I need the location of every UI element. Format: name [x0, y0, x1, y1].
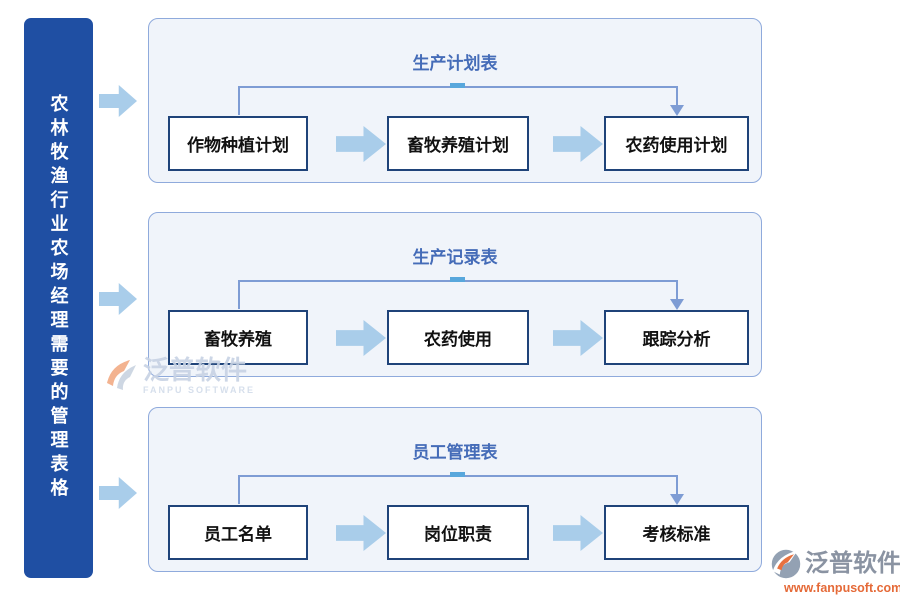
flow-arrow-icon	[553, 515, 603, 551]
panel-production-records: 生产记录表 畜牧养殖 农药使用 跟踪分析	[148, 212, 762, 377]
panel-production-plan: 生产计划表 作物种植计划 畜牧养殖计划 农药使用计划	[148, 18, 762, 183]
flow-node: 农药使用计划	[604, 116, 749, 171]
watermark-corner: 泛普软件 www.fanpusoft.com	[770, 548, 900, 595]
flow-node: 作物种植计划	[168, 116, 308, 171]
flow-node: 员工名单	[168, 505, 308, 560]
sidebar-banner: 农林牧渔行业农场经理需要的管理表格	[24, 18, 93, 578]
panel-pointer-arrow-icon	[99, 85, 137, 117]
flow-node: 岗位职责	[387, 505, 529, 560]
bracket-connector-icon	[238, 83, 684, 116]
flow-node: 跟踪分析	[604, 310, 749, 365]
flow-arrow-icon	[553, 320, 603, 356]
watermark-brand-text: 泛普软件	[805, 550, 900, 577]
flow-arrow-icon	[336, 515, 386, 551]
panel-pointer-arrow-icon	[99, 283, 137, 315]
sidebar-title: 农林牧渔行业农场经理需要的管理表格	[48, 94, 69, 502]
fanpu-logo-icon	[107, 360, 136, 390]
flow-node: 考核标准	[604, 505, 749, 560]
flow-arrow-icon	[336, 320, 386, 356]
flow-arrow-icon	[336, 126, 386, 162]
panel-title: 生产记录表	[412, 248, 498, 267]
flow-node: 畜牧养殖计划	[387, 116, 529, 171]
flow-node: 畜牧养殖	[168, 310, 308, 365]
bracket-connector-icon	[238, 277, 684, 310]
panel-pointer-arrow-icon	[99, 477, 137, 509]
bracket-connector-icon	[238, 472, 684, 505]
watermark-brand-subtitle: FANPU SOFTWARE	[143, 384, 256, 395]
flow-node: 农药使用	[387, 310, 529, 365]
panel-title: 生产计划表	[412, 54, 498, 73]
panel-employee-management: 员工管理表 员工名单 岗位职责 考核标准	[148, 407, 762, 572]
flow-arrow-icon	[553, 126, 603, 162]
fanpu-logo-icon	[771, 549, 801, 579]
panel-title: 员工管理表	[412, 443, 498, 462]
watermark-url: www.fanpusoft.com	[784, 581, 900, 595]
